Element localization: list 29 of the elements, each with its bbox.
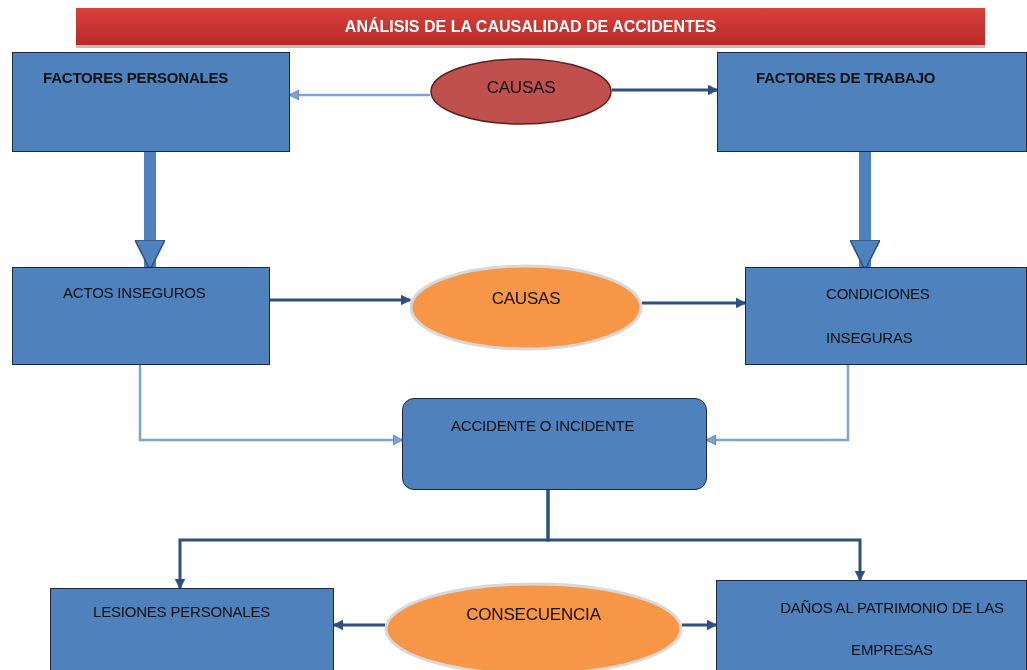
- arrow: [612, 84, 719, 96]
- arrow: [642, 297, 747, 309]
- node-label: FACTORES DE TRABAJO: [756, 69, 937, 87]
- process-box: [717, 52, 1027, 152]
- cause-ellipse: [410, 265, 642, 350]
- node-label: FACTORES PERSONALES: [43, 69, 230, 87]
- arrow: [270, 294, 412, 306]
- node-label: LESIONES PERSONALES: [93, 603, 272, 621]
- process-box: [50, 588, 334, 670]
- node-label: ACTOS INSEGUROS: [63, 284, 207, 302]
- arrow: [138, 365, 404, 446]
- arrow: [332, 619, 385, 631]
- arrow: [288, 89, 430, 101]
- node-label: DAÑOS AL PATRIMONIO DE LAS EMPRESAS: [779, 598, 1005, 660]
- cause-ellipse: [430, 58, 612, 125]
- arrow: [682, 619, 718, 631]
- arrow: [546, 490, 866, 582]
- node-label: ACCIDENTE O INCIDENTE: [451, 417, 636, 435]
- process-box: [12, 52, 290, 152]
- node-label: CONDICIONES INSEGURAS: [826, 284, 931, 348]
- process-box: [716, 580, 1027, 670]
- process-box: [745, 267, 1027, 365]
- process-box: [12, 267, 270, 365]
- node-label: CAUSAS: [485, 78, 557, 99]
- node-label: CONSECUENCIA: [465, 605, 602, 626]
- title-banner: ANÁLISIS DE LA CAUSALIDAD DE ACCIDENTES: [76, 8, 985, 48]
- arrow: [705, 365, 850, 446]
- node-label: CAUSAS: [490, 289, 562, 310]
- process-box: [402, 398, 707, 490]
